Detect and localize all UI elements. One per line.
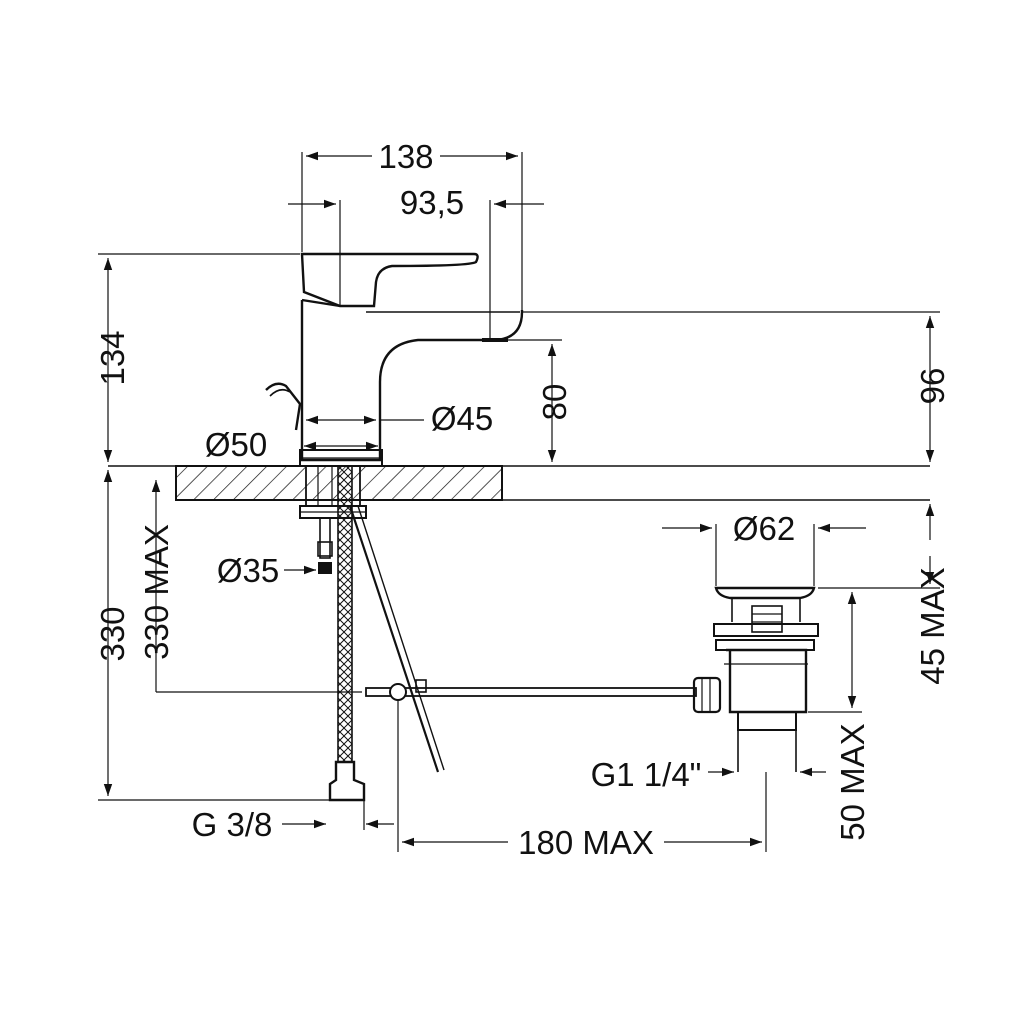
dim-330: 330 [94,606,131,661]
dim-dia-50: Ø50 [205,426,267,463]
dim-dia-45: Ø45 [431,400,493,437]
dim-180-max: 180 MAX [518,824,654,861]
dim-thread-g1-1-4: G1 1/4" [591,756,702,793]
dim-138: 138 [378,138,433,175]
dimension-lines [98,151,940,852]
drain-assembly [713,586,819,772]
dim-thread-g3-8: G 3/8 [192,806,273,843]
dimension-labels: 138 93,5 134 80 96 Ø45 Ø50 Ø35 Ø62 330 3… [94,138,951,861]
dim-80: 80 [536,384,573,421]
dim-dia-62: Ø62 [733,510,795,547]
dim-134: 134 [94,330,131,385]
dim-96: 96 [914,368,951,405]
dim-93-5: 93,5 [400,184,464,221]
dim-dia-35: Ø35 [217,552,279,589]
dim-45-max: 45 MAX [914,567,951,684]
countertop [108,465,930,501]
popup-rod [365,676,722,714]
under-counter-fittings [299,465,445,802]
dim-50-max: 50 MAX [834,723,871,840]
dim-330-max: 330 MAX [138,524,175,660]
